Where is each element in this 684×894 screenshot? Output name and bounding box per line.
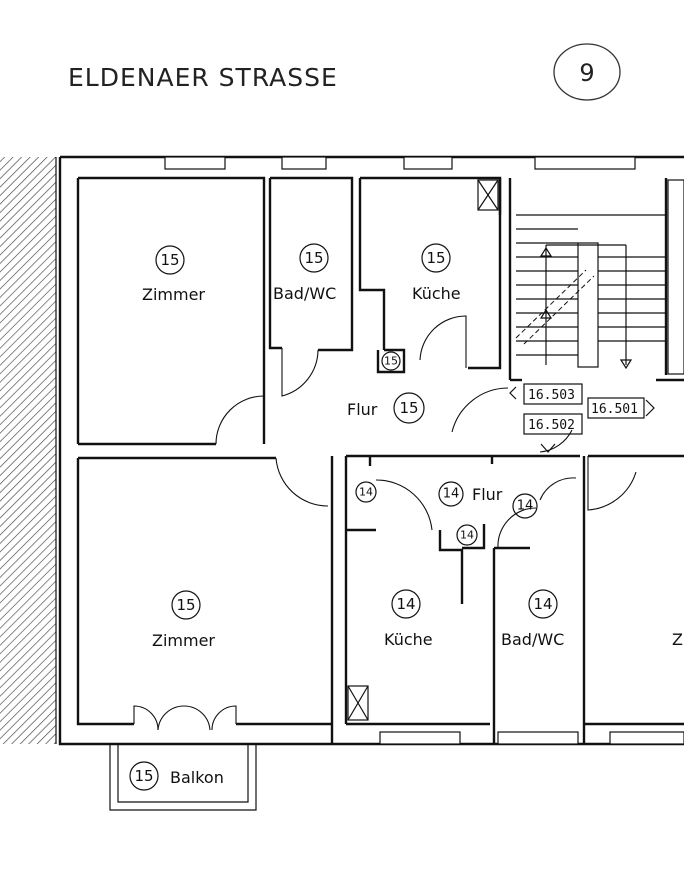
interior-walls-top (78, 176, 684, 446)
room-number-abstell-left: 14 (359, 486, 373, 499)
room-number-zimmer-top: 15 (160, 251, 179, 269)
room-number-kueche-bottom: 14 (396, 595, 415, 613)
room-circle-kueche-top (421, 243, 451, 273)
room-circle-balkon (129, 761, 159, 791)
room-name-kueche-top: Küche (412, 284, 461, 303)
doors (215, 315, 637, 549)
hatched-wall (0, 157, 56, 744)
room-name-zimmer-right: Zi (672, 630, 684, 649)
room-circle-zimmer-bottom (171, 590, 201, 620)
room-name-kueche-bottom: Küche (384, 630, 433, 649)
top-windows (164, 156, 636, 170)
room-name-zimmer-bottom: Zimmer (152, 631, 215, 650)
room-circle-kueche-bottom (391, 589, 421, 619)
room-name-flur-top: Flur (347, 400, 378, 419)
house-number-circle (553, 43, 621, 101)
room-name-bad-bottom: Bad/WC (501, 630, 564, 649)
room-number-kueche-top: 15 (426, 249, 445, 267)
room-circle-flur-right (512, 493, 538, 519)
unit-code-16-503: 16.503 (528, 388, 575, 403)
unit-code-16-501: 16.501 (591, 402, 638, 417)
staircase (515, 214, 666, 453)
room-circle-flur-bottom (438, 481, 464, 507)
room-name-flur-bottom: Flur (472, 485, 503, 504)
street-name: ELDENAER STRASSE (68, 63, 338, 92)
shafts (347, 179, 684, 721)
room-circle-flur-top (393, 392, 425, 424)
balcony (109, 705, 257, 811)
room-circle-abstell-left (355, 481, 377, 503)
house-number: 9 (579, 59, 594, 87)
room-number-abstell-top: 15 (384, 355, 398, 368)
room-number-zimmer-bottom: 15 (176, 596, 195, 614)
room-circle-abstell-top (381, 351, 401, 371)
room-number-bad-top: 15 (304, 249, 323, 267)
room-number-flur-bottom: 14 (443, 487, 460, 502)
room-number-bad-bottom: 14 (533, 595, 552, 613)
room-name-zimmer-top: Zimmer (142, 285, 205, 304)
room-circle-zimmer-top (155, 245, 185, 275)
room-number-balkon: 15 (134, 767, 153, 785)
room-number-flur-top: 15 (399, 399, 418, 417)
unit-code-16-502: 16.502 (528, 418, 575, 433)
room-number-abstell-mid: 14 (460, 529, 474, 542)
bottom-windows (379, 731, 684, 745)
room-number-flur-right: 14 (517, 499, 534, 514)
unit-codes: 16.503 16.502 16.501 (509, 383, 655, 435)
interior-walls-bottom (78, 454, 684, 744)
room-circle-abstell-mid (456, 524, 478, 546)
room-name-balkon: Balkon (170, 768, 224, 787)
room-circle-bad-bottom (528, 589, 558, 619)
room-circle-bad-top (299, 243, 329, 273)
room-name-bad-top: Bad/WC (273, 284, 336, 303)
